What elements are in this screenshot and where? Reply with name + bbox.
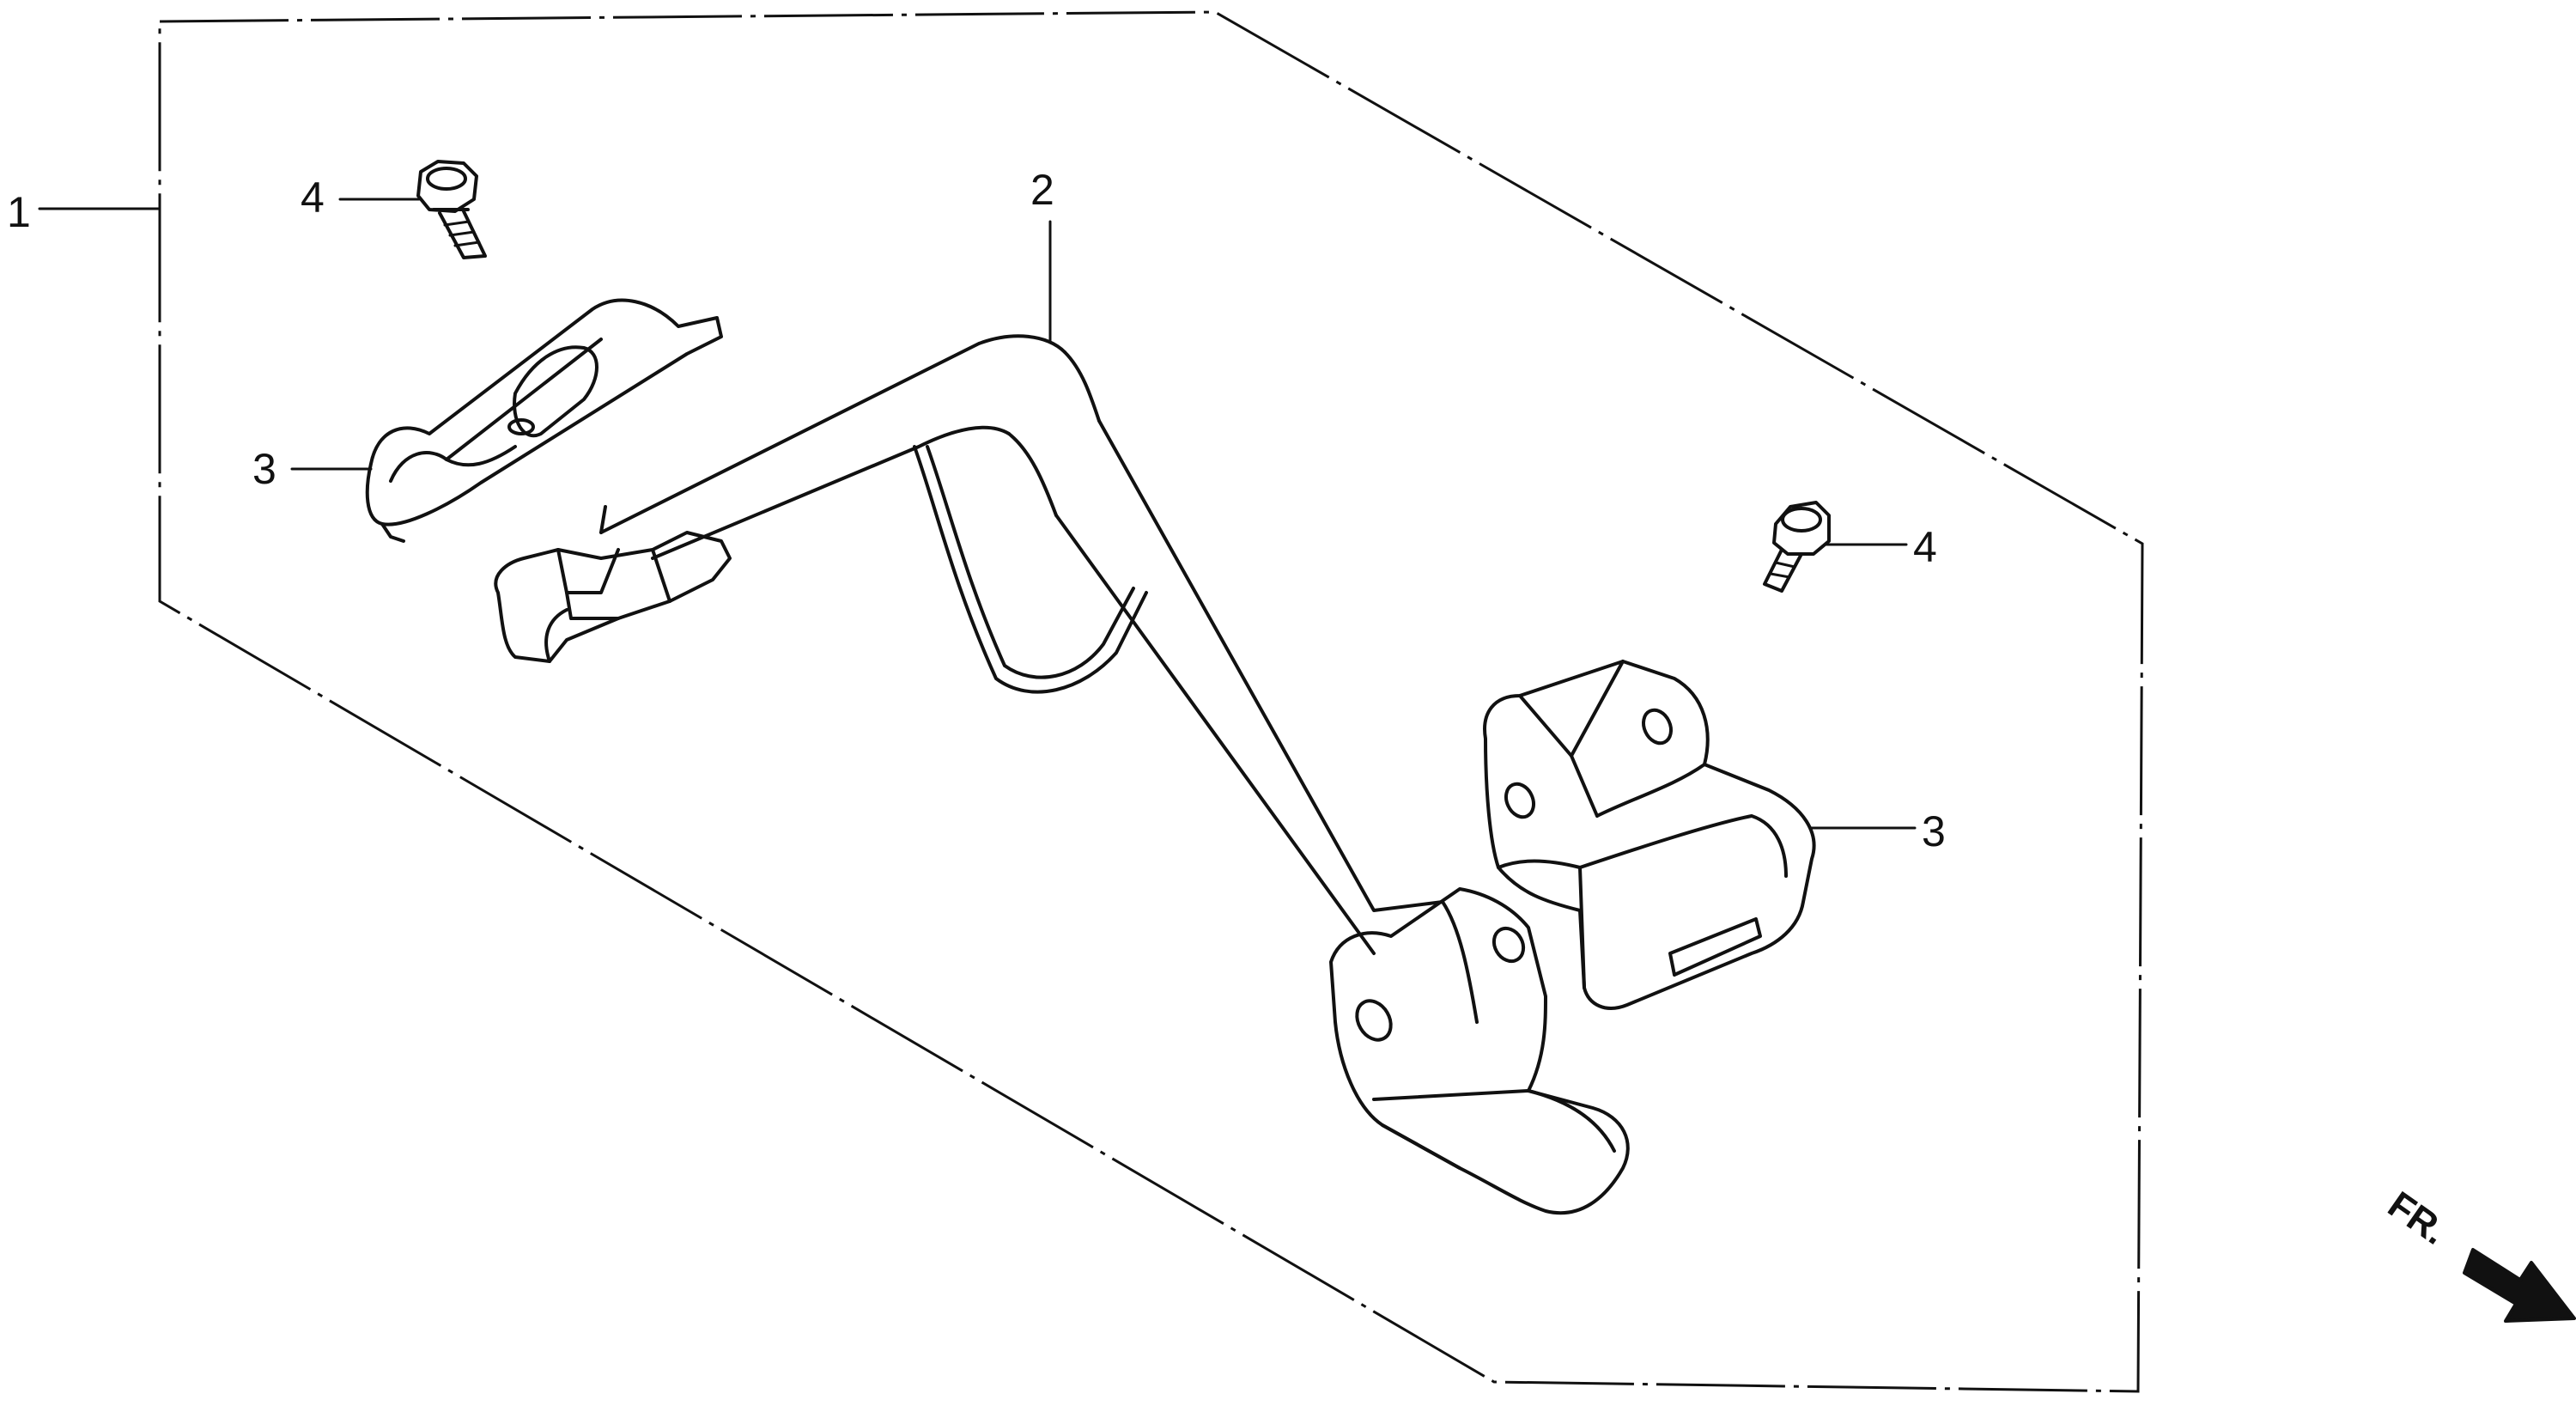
stay-bracket bbox=[494, 334, 1630, 1215]
assembly-outline bbox=[158, 10, 2144, 1393]
callout-4-right-label: 4 bbox=[1913, 523, 1937, 571]
front-arrow-icon bbox=[2463, 1248, 2576, 1323]
flange-bolt-right bbox=[1763, 501, 1831, 593]
callout-3-right: 3 bbox=[1810, 807, 1946, 855]
clamp-left bbox=[365, 298, 723, 543]
front-label: FR. bbox=[2380, 1184, 2454, 1253]
callout-2-label: 2 bbox=[1030, 166, 1054, 214]
callout-2: 2 bbox=[1030, 166, 1054, 344]
callout-1: 1 bbox=[7, 188, 161, 236]
callout-3-right-label: 3 bbox=[1922, 807, 1946, 855]
callout-4-right: 4 bbox=[1823, 523, 1937, 571]
callout-3-left-label: 3 bbox=[252, 445, 276, 493]
flange-bolt-left bbox=[416, 160, 487, 259]
callout-4-left: 4 bbox=[301, 173, 421, 222]
callout-4-left-label: 4 bbox=[301, 173, 325, 222]
clamp-right bbox=[1483, 660, 1816, 1010]
callout-1-label: 1 bbox=[7, 188, 31, 236]
callout-3-left: 3 bbox=[252, 445, 373, 493]
front-direction-marker: FR. bbox=[2380, 1184, 2576, 1323]
